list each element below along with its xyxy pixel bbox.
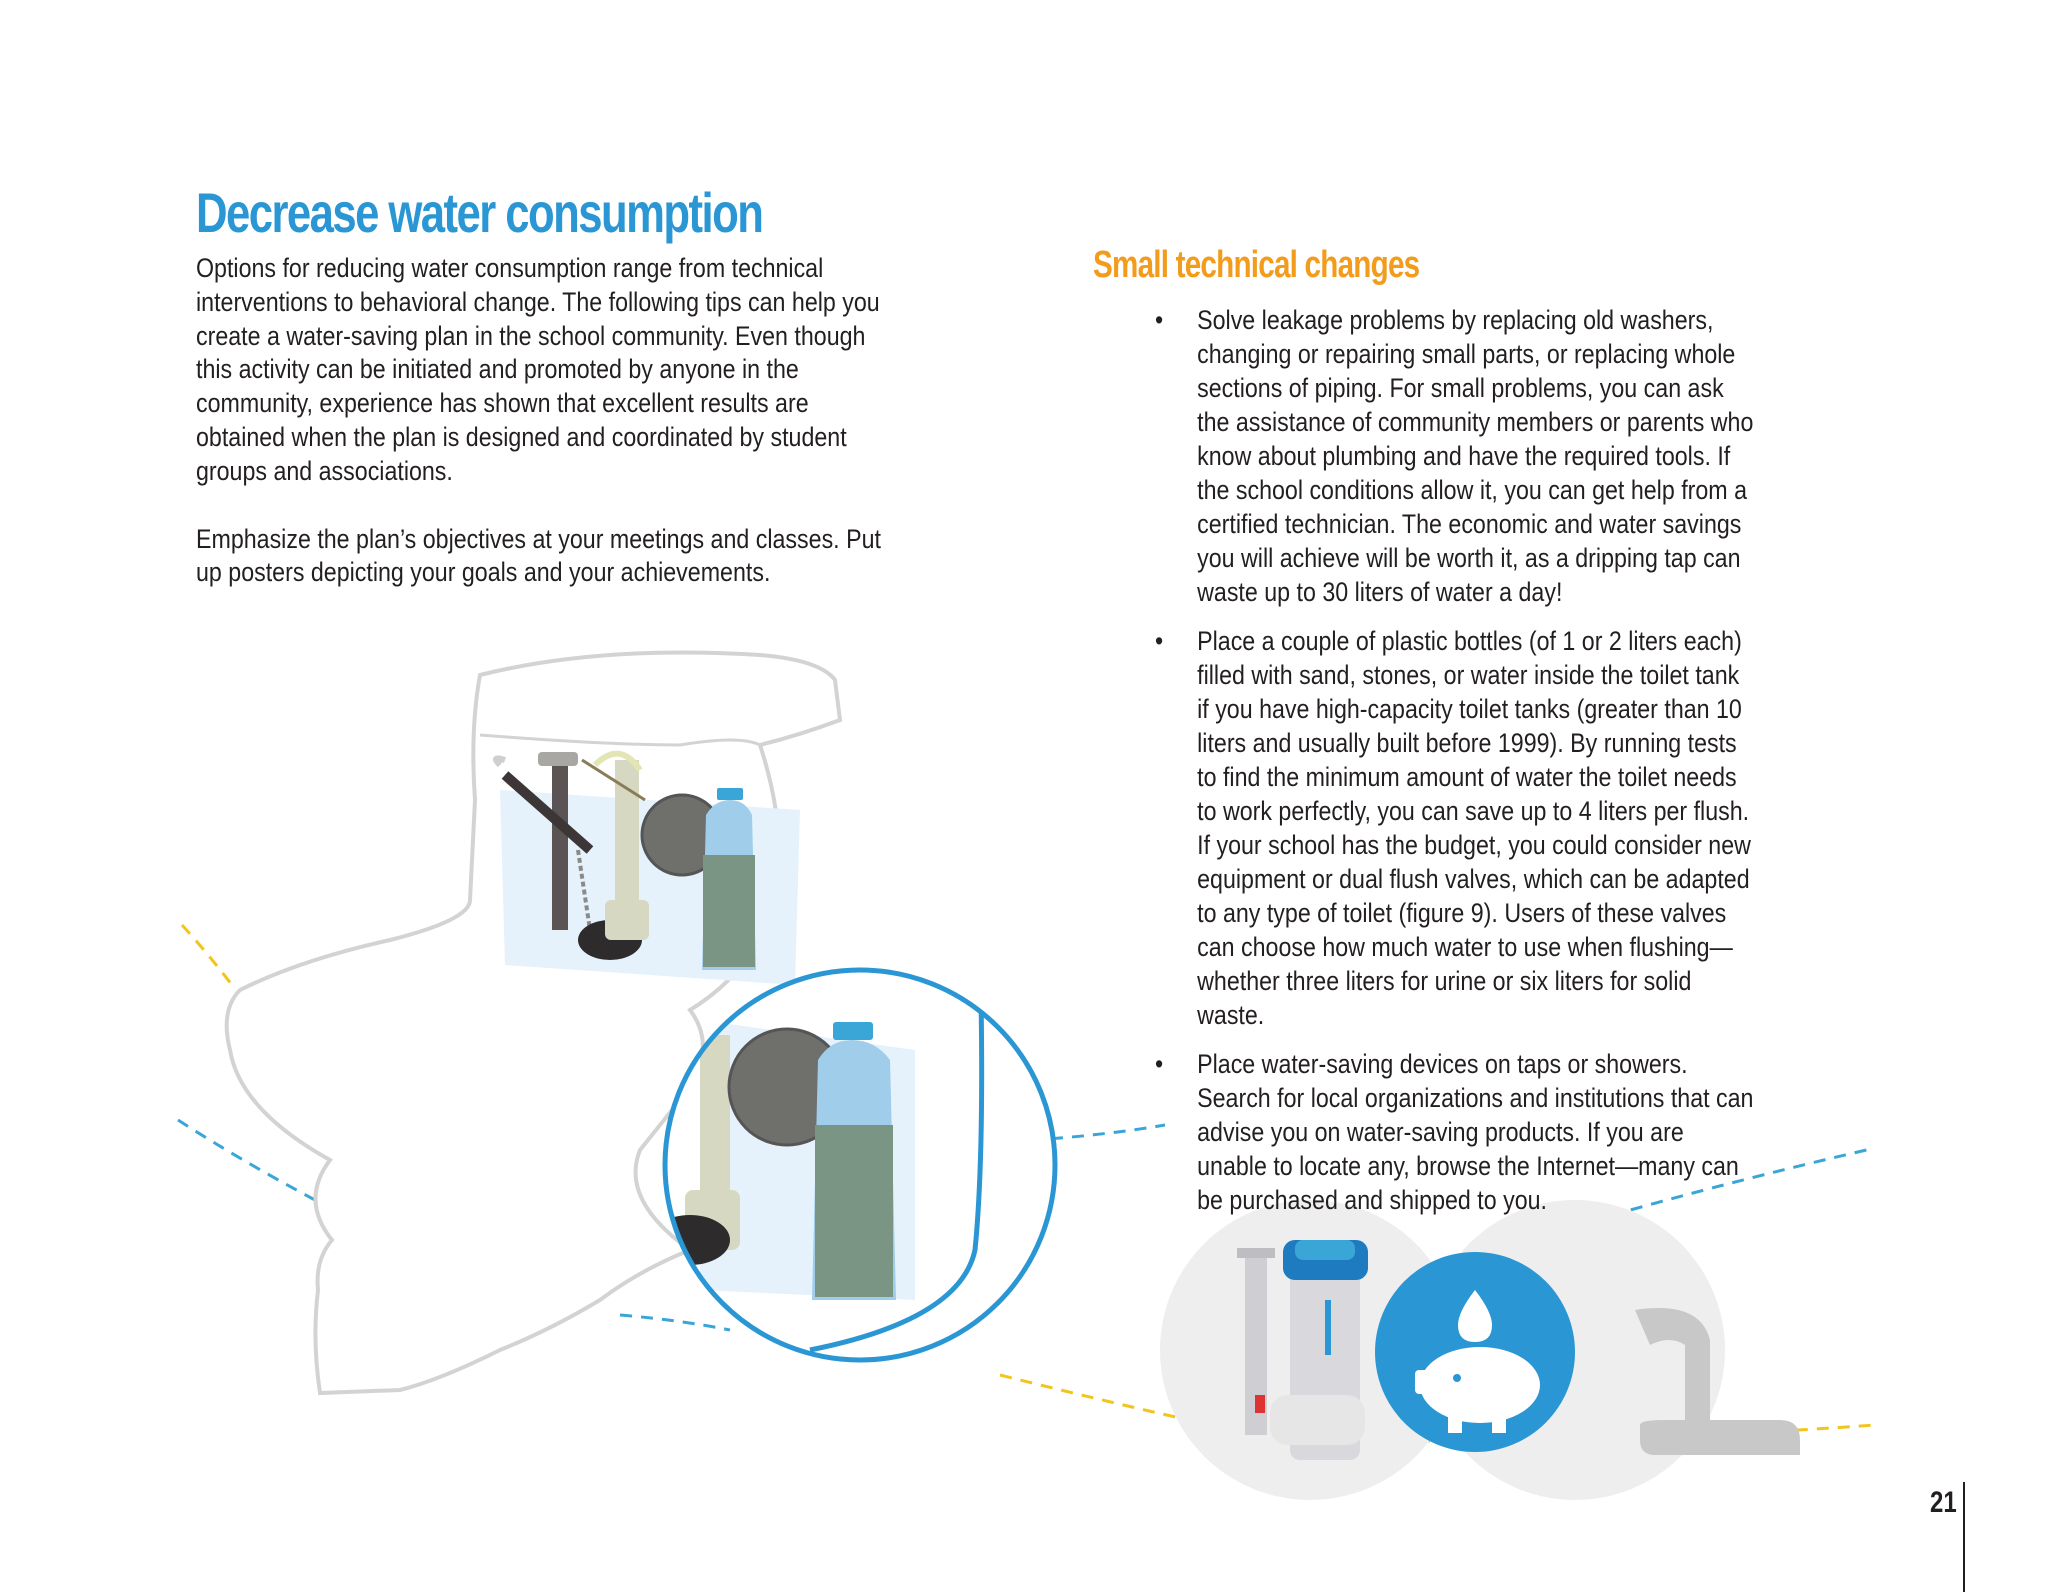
bullet-icon: • bbox=[1155, 626, 1164, 656]
intro-text: Options for reducing water consumption r… bbox=[196, 252, 884, 624]
toilet-tank-illustration bbox=[224, 650, 843, 1396]
magnified-tank-detail bbox=[662, 967, 1058, 1363]
list-item: • Place a couple of plastic bottles (of … bbox=[1155, 624, 1755, 1032]
dual-flush-valve-icon bbox=[1237, 1240, 1368, 1460]
bullet-icon: • bbox=[1155, 1049, 1164, 1079]
piggy-bank-water-drop-icon bbox=[1375, 1252, 1575, 1452]
bottle-in-tank bbox=[702, 788, 756, 970]
list-item: • Place water-saving devices on taps or … bbox=[1155, 1047, 1755, 1217]
page-number-rule bbox=[1963, 1482, 1965, 1592]
page-number: 21 bbox=[1930, 1486, 1957, 1519]
section-title: Small technical changes bbox=[1093, 244, 1420, 286]
list-item-text: Place water-saving devices on taps or sh… bbox=[1197, 1049, 1754, 1215]
list-item-text: Place a couple of plastic bottles (of 1 … bbox=[1197, 626, 1751, 1030]
technical-changes-list: • Solve leakage problems by replacing ol… bbox=[1155, 303, 1755, 1232]
overflow-tube bbox=[552, 760, 568, 930]
page-title: Decrease water consumption bbox=[196, 181, 764, 244]
water-saving-devices-icons bbox=[1160, 1200, 1800, 1500]
bullet-icon: • bbox=[1155, 305, 1164, 335]
list-item-text: Solve leakage problems by replacing old … bbox=[1197, 305, 1754, 607]
intro-paragraph: Emphasize the plan’s objectives at your … bbox=[196, 523, 881, 588]
intro-paragraph: Options for reducing water consumption r… bbox=[196, 253, 880, 486]
list-item: • Solve leakage problems by replacing ol… bbox=[1155, 303, 1755, 609]
faucet-icon bbox=[1635, 1308, 1800, 1455]
